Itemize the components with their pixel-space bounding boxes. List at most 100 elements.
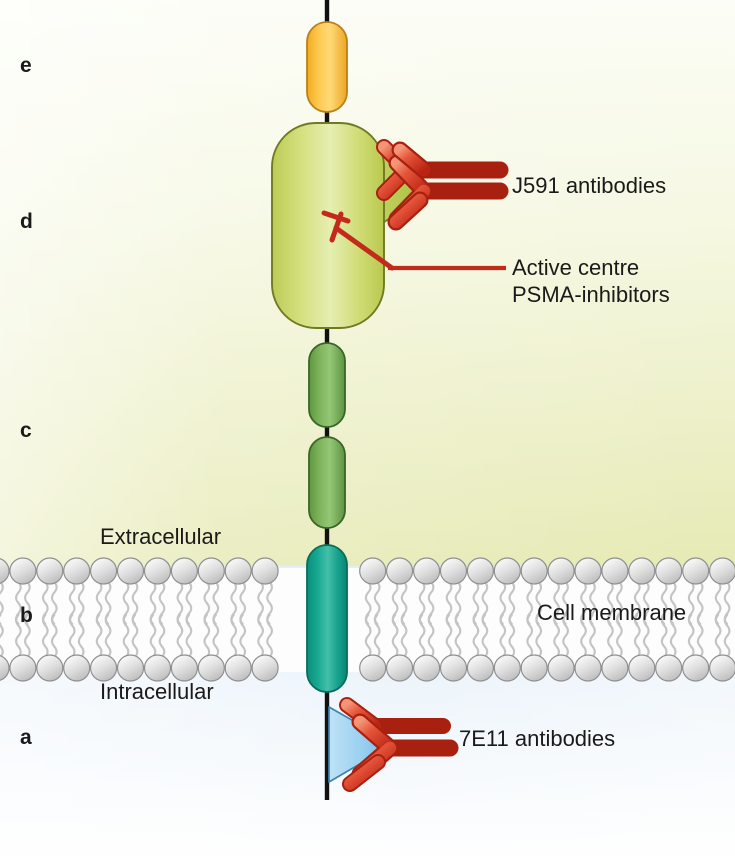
extracellular-label: Extracellular — [100, 524, 222, 549]
panel-letter-a: a — [20, 726, 32, 749]
panel-letter-d: d — [20, 210, 33, 233]
panel-letter-c: c — [20, 419, 32, 442]
lipid-head — [224, 654, 252, 682]
lipid-tail — [95, 613, 103, 659]
lipid-tail — [580, 613, 587, 659]
lipid-head — [493, 557, 521, 585]
antibody-j591-lower-arm — [387, 191, 429, 231]
e7911-antibody-pair — [339, 697, 459, 792]
lipid-tail — [535, 613, 543, 659]
lipid-head — [251, 557, 279, 585]
lipid-tail — [15, 613, 22, 659]
lipid-head — [682, 654, 710, 682]
lipid-head — [709, 557, 735, 585]
lipid-head — [601, 654, 629, 682]
lipid-tail — [131, 613, 139, 659]
lipid-tail — [472, 613, 480, 659]
lipid-head — [197, 557, 225, 585]
lipid-head — [439, 654, 468, 682]
lipid-head — [520, 654, 548, 682]
panel-letter-b: b — [20, 604, 33, 627]
lipid-tail — [149, 613, 157, 659]
lipid-tail — [0, 580, 4, 626]
lipid-head — [574, 654, 602, 682]
lipid-tail — [77, 613, 85, 659]
e7911-antibodies-label: 7E11 antibodies — [459, 726, 616, 751]
lipid-head-row-inner — [0, 654, 735, 682]
lipid-tail — [400, 613, 408, 659]
antibody-j591-second — [391, 141, 509, 179]
lipid-tail — [185, 613, 193, 659]
lipid-head — [493, 654, 521, 682]
lipid-tail — [589, 613, 596, 659]
lipid-tail — [723, 613, 731, 659]
lipid-tail — [508, 613, 516, 659]
lipid-tail — [607, 613, 614, 659]
lipid-tail — [104, 613, 112, 659]
lipid-head — [116, 557, 145, 585]
lipid-head — [574, 557, 602, 585]
lipid-tail — [633, 613, 641, 659]
apical-domain-e — [306, 21, 348, 113]
lipid-tail — [553, 613, 560, 659]
lipid-tail — [68, 613, 76, 659]
lipid-tail — [660, 613, 668, 659]
lipid-tail — [427, 613, 435, 659]
lipid-head — [63, 654, 91, 682]
j591-antibody-pair — [376, 139, 509, 231]
lipid-tail — [714, 613, 722, 659]
lipid-tail — [364, 613, 372, 659]
lipid-tail — [122, 613, 130, 659]
lipid-head — [466, 654, 494, 682]
lipid-tail — [616, 613, 623, 659]
lipid-head — [0, 655, 10, 681]
lipid-tail — [212, 613, 220, 659]
lipid-head — [628, 557, 656, 585]
lipid-head — [0, 558, 10, 584]
lipid-tail — [499, 613, 507, 659]
lipid-tail — [562, 613, 569, 659]
lipid-head — [224, 557, 252, 585]
lipid-head — [655, 557, 683, 585]
lipid-head — [197, 654, 225, 682]
lipid-tail — [696, 613, 704, 659]
lipid-tail — [24, 613, 31, 659]
stalk-domain-upper-c — [308, 342, 346, 428]
lipid-head — [359, 557, 387, 585]
lipid-head — [143, 654, 172, 682]
lipid-head — [628, 654, 656, 682]
lipid-head — [520, 557, 548, 585]
lipid-tail — [230, 613, 238, 659]
active-centre-marker — [321, 210, 395, 271]
lipid-head — [89, 557, 118, 585]
lipid-head — [359, 654, 387, 682]
lipid-head — [36, 654, 64, 682]
lipid-tail — [176, 613, 184, 659]
lipid-head — [547, 557, 575, 585]
lipid-head — [547, 654, 575, 682]
lipid-head — [601, 557, 629, 585]
lipid-tail — [669, 613, 677, 659]
lipid-head — [63, 557, 91, 585]
lipid-head — [116, 654, 145, 682]
lipid-tail — [642, 613, 650, 659]
lipid-head — [36, 557, 64, 585]
active-centre-label-line1: Active centre — [512, 255, 640, 280]
stalk-domain-lower-c — [308, 436, 346, 529]
transmembrane-domain-b — [306, 544, 348, 693]
lipid-tail — [373, 613, 381, 659]
lipid-head — [251, 654, 279, 682]
lipid-tail — [0, 613, 4, 659]
lipid-tail — [203, 613, 211, 659]
active-centre-label-line2: PSMA-inhibitors — [512, 282, 670, 307]
lipid-tail — [257, 613, 264, 659]
lipid-tails — [0, 580, 731, 659]
lipid-tail — [41, 613, 49, 659]
lipid-head — [682, 557, 710, 585]
cell-membrane — [0, 557, 735, 682]
lipid-head — [89, 654, 118, 682]
lipid-tail — [418, 613, 426, 659]
lipid-head — [413, 654, 441, 682]
lipid-head — [386, 557, 414, 585]
